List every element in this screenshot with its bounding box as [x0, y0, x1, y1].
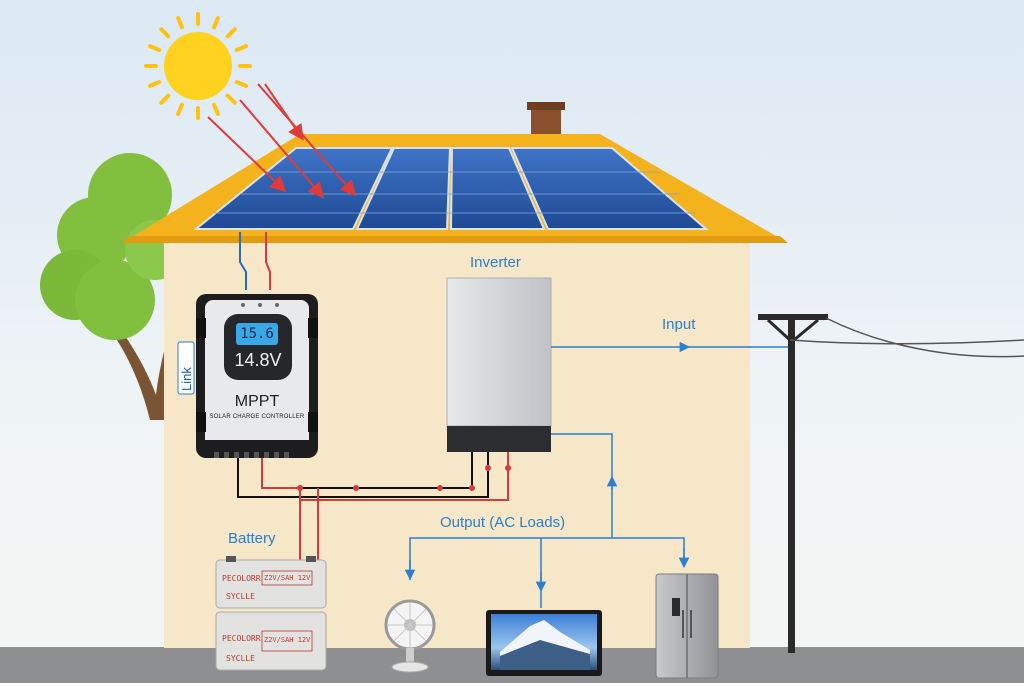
- sun-ray: [147, 80, 162, 88]
- output-label: Output (AC Loads): [440, 514, 566, 531]
- charge-controller: [196, 294, 318, 458]
- controller-lcd: 15.6: [236, 323, 278, 345]
- link-tag: [177, 341, 195, 395]
- input-label: Input: [662, 316, 696, 333]
- controller-title: MPPT: [234, 393, 280, 410]
- sun-ray: [234, 80, 249, 88]
- sun-ray: [159, 93, 171, 105]
- battery-bank: [215, 556, 327, 671]
- sun-ray: [212, 15, 220, 30]
- inverter-unit: [446, 277, 552, 452]
- battery-label: Battery: [228, 530, 276, 547]
- dc-wiring: [237, 452, 511, 560]
- sun-ray: [147, 44, 162, 52]
- controller-subtitle: SOLAR CHARGE CONTROLLER: [209, 414, 305, 420]
- battery-model-top: SYCLLE: [226, 592, 255, 601]
- solar-panel-array: [193, 147, 709, 230]
- sun-ray: [176, 102, 184, 117]
- sun-ray: [176, 15, 184, 30]
- battery-model-bottom: SYCLLE: [226, 654, 255, 663]
- battery-spec-top: Z2V/SAH 12V: [264, 574, 311, 582]
- panel-wires: [239, 232, 271, 290]
- sun-ray: [225, 27, 237, 39]
- link-label: Link: [179, 367, 194, 391]
- sun-ray: [234, 44, 249, 52]
- refrigerator-icon: [655, 573, 719, 679]
- utility-pole-icon: [758, 314, 1024, 653]
- sun-icon: [144, 12, 252, 120]
- tv-icon: [486, 610, 602, 676]
- sunlight-arrows: [207, 83, 357, 199]
- inverter-label: Inverter: [470, 254, 521, 271]
- battery-spec-bottom: Z2V/SAH 12V: [264, 636, 311, 644]
- controller-voltage: 14.8V: [234, 350, 282, 370]
- battery-brand-top: PECOLORR: [222, 574, 261, 583]
- fan-icon: [384, 599, 436, 673]
- sun-ray: [225, 93, 237, 105]
- sun-ray: [212, 102, 220, 117]
- sun-ray: [159, 27, 171, 39]
- ac-output-lines: [404, 433, 690, 608]
- chimney-icon: [527, 102, 565, 138]
- battery-brand-bottom: PECOLORR: [222, 634, 261, 643]
